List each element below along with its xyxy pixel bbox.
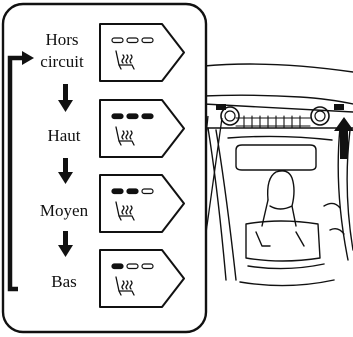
heated-seat-icon	[115, 201, 135, 221]
level-segment-off	[126, 263, 139, 270]
down-arrow-icons	[58, 84, 73, 257]
level-segment-off	[141, 263, 154, 270]
seat-heater-switch-icon	[99, 174, 185, 233]
car-console-illustration	[202, 63, 353, 287]
down-arrow-icon	[58, 231, 73, 257]
level-segment-on	[111, 188, 124, 195]
level-segment-on	[141, 113, 154, 120]
level-segment-on	[111, 263, 124, 270]
down-arrow-icon	[58, 158, 73, 184]
step-label-medium: Moyen	[39, 201, 89, 220]
level-segment-on	[111, 113, 124, 120]
seat-heater-switches	[99, 23, 185, 308]
cycle-arrow	[7, 51, 34, 292]
step-label-off-line2: circuit	[40, 52, 84, 71]
level-segment-on	[126, 113, 139, 120]
level-segment-off	[141, 37, 154, 44]
press-arrow-icon	[334, 117, 353, 159]
step-label-high: Haut	[47, 126, 81, 145]
seat-heater-switch-icon	[99, 23, 185, 82]
step-label-low: Bas	[51, 272, 77, 291]
level-segment-off	[126, 37, 139, 44]
seat-heater-knob-left	[216, 104, 240, 126]
down-arrow-icon	[58, 84, 73, 112]
step-label-off-line1: Hors	[45, 30, 79, 49]
level-segment-on	[126, 188, 139, 195]
level-segment-off	[141, 188, 154, 195]
level-segment-off	[111, 37, 124, 44]
heated-seat-icon	[115, 50, 135, 70]
heated-seat-icon	[115, 126, 135, 146]
seat-heater-knob-right	[310, 104, 344, 126]
seat-heater-switch-icon	[99, 99, 185, 158]
seat-heater-switch-icon	[99, 249, 185, 308]
heated-seat-icon	[115, 276, 135, 296]
